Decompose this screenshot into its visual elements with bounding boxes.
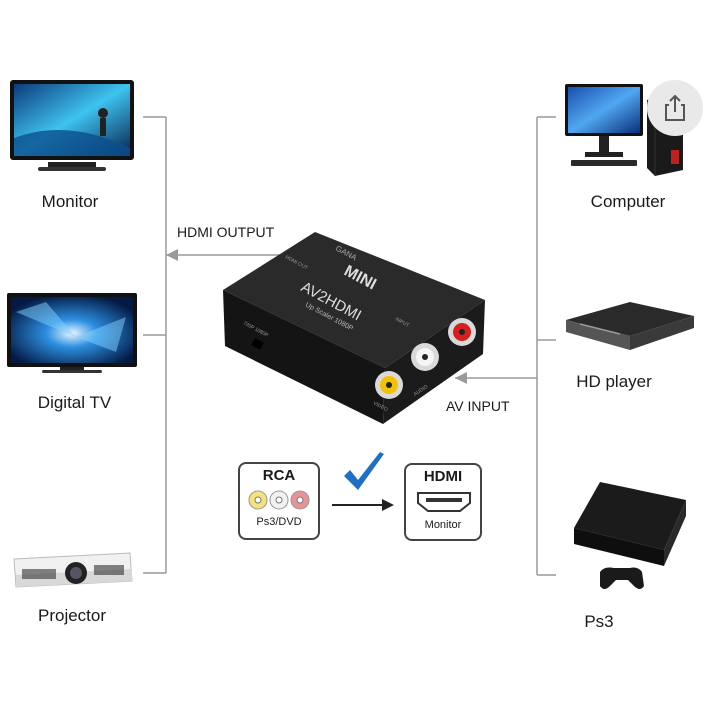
monitor-label: Monitor [41, 192, 99, 211]
share-button[interactable] [647, 80, 703, 136]
hdmi-card-caption: Monitor [424, 519, 462, 531]
rca-card-title: RCA [262, 467, 296, 484]
ps3-image [574, 482, 686, 589]
projector-image [13, 552, 133, 588]
rca-jack-yellow [375, 371, 403, 399]
av-input-label: AV INPUT [446, 398, 510, 414]
computer-label: Computer [590, 192, 666, 211]
projector-label: Projector [37, 606, 107, 625]
digital-tv-image [7, 293, 137, 373]
arrow-right-icon [332, 499, 394, 511]
av2hdmi-converter: GANA MINI AV2HDMI Up Scaler 1080P HDMI O… [223, 232, 485, 424]
rca-jack-white [411, 343, 439, 371]
hdmi-output-label: HDMI OUTPUT [177, 224, 275, 240]
hd-player-image [566, 302, 694, 350]
hd-player-label: HD player [576, 372, 652, 391]
rca-card: RCA Ps3/DVD [238, 462, 320, 540]
rca-jack-red [448, 318, 476, 346]
hdmi-card: HDMI Monitor [404, 463, 482, 541]
ps3-label: Ps3 [584, 612, 614, 631]
hdmi-card-title: HDMI [423, 468, 463, 485]
rca-card-caption: Ps3/DVD [256, 516, 302, 528]
monitor-image [10, 80, 134, 171]
digital-tv-label: Digital TV [37, 393, 112, 412]
rca-connectors-icon [248, 490, 310, 510]
hdmi-port-icon [417, 492, 471, 512]
check-icon [344, 452, 384, 490]
share-icon [665, 94, 685, 121]
